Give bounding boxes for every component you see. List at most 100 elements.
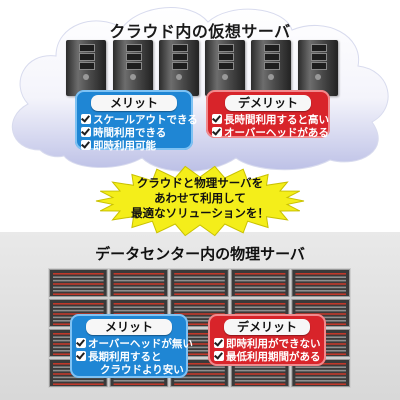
rack-slot xyxy=(174,333,225,335)
rack-slot xyxy=(174,323,225,325)
rack-slot xyxy=(174,353,225,355)
rack-slot xyxy=(53,290,104,292)
rack-slot xyxy=(53,309,104,312)
rack-slot xyxy=(53,380,104,382)
rack-slot xyxy=(234,383,286,385)
rack-slot xyxy=(295,369,346,372)
rack-slot xyxy=(234,366,286,368)
rack-slot xyxy=(53,276,104,278)
server-icon xyxy=(113,40,153,96)
rack-slot xyxy=(234,290,286,292)
rack-slot xyxy=(113,276,165,278)
rack-slot xyxy=(234,373,286,375)
cloud-title: クラウド内の仮想サーバ xyxy=(109,22,291,41)
rack-slot xyxy=(174,376,225,379)
list-item: 長期利用すると xyxy=(76,351,193,364)
rack-slot xyxy=(295,306,346,308)
list-item: 即時利用ができない xyxy=(214,338,321,351)
rack-slot xyxy=(174,350,225,352)
cloud-merit-header: メリット xyxy=(91,95,177,111)
rack-slot xyxy=(295,366,346,368)
rack-slot xyxy=(295,380,346,382)
list-item: スケールアウトできる xyxy=(81,114,198,127)
rack-slot xyxy=(295,283,346,285)
rack-slot xyxy=(113,283,165,285)
rack-slot xyxy=(295,383,346,385)
rack-slot xyxy=(174,339,225,342)
checkbox-icon xyxy=(76,351,86,361)
checkbox-icon xyxy=(76,338,86,348)
rack-slot xyxy=(174,283,225,285)
rack-slot xyxy=(295,273,346,275)
rack-slot xyxy=(234,309,286,312)
rack-slot xyxy=(174,346,225,349)
list-item: オーバーヘッドが無い xyxy=(76,338,193,351)
rack-slot xyxy=(234,273,286,275)
rack-slot xyxy=(174,290,225,292)
rack-slot xyxy=(295,376,346,379)
datacenter-title: データセンター内の物理サーバ xyxy=(95,245,305,263)
rack-slot xyxy=(234,279,286,282)
cloud-demerit-box: デメリット 長時間利用すると高い オーバーヘッドがある xyxy=(206,90,330,140)
rack-slot xyxy=(174,343,225,345)
list-item: 長時間利用すると高い xyxy=(212,114,329,127)
server-icon xyxy=(251,40,291,96)
callout-line: 最適なソリューションを！ xyxy=(131,206,269,220)
rack-slot xyxy=(295,286,346,289)
list-item: 即時利用可能 xyxy=(81,140,198,153)
rack-slot xyxy=(113,293,165,295)
list-item: 最低利用期間がある xyxy=(214,351,321,364)
rack-slot xyxy=(174,273,225,275)
rack-slot xyxy=(113,303,165,305)
rack-slot xyxy=(174,316,225,319)
cloud-demerit-header: デメリット xyxy=(225,95,311,111)
checkbox-icon xyxy=(81,127,91,137)
rack-slot xyxy=(295,309,346,312)
list-item-continuation: クラウドより安い xyxy=(100,364,184,376)
rack-slot xyxy=(174,293,225,295)
list-item: 時間利用できる xyxy=(81,127,198,140)
rack-slot xyxy=(113,286,165,289)
rack-slot xyxy=(234,276,286,278)
rack-slot xyxy=(53,383,104,385)
rack-slot xyxy=(234,286,286,289)
callout-line: あわせて利用して xyxy=(154,191,246,205)
callout-text: クラウドと物理サーバを あわせて利用して 最適なソリューションを！ xyxy=(95,176,305,221)
checkbox-icon xyxy=(81,140,91,150)
checkbox-icon xyxy=(212,127,222,137)
rack-slot xyxy=(174,336,225,338)
datacenter-merit-header: メリット xyxy=(86,319,172,335)
rack-slot xyxy=(174,306,225,308)
rack-slot xyxy=(53,283,104,285)
rack-slot xyxy=(234,376,286,379)
rack-slot xyxy=(295,293,346,295)
rack-slot xyxy=(174,279,225,282)
rack-slot xyxy=(234,303,286,305)
starburst-callout xyxy=(95,165,305,237)
rack-slot xyxy=(295,279,346,282)
checkbox-icon xyxy=(214,351,224,361)
rack-slot xyxy=(113,306,165,308)
rack-slot xyxy=(295,373,346,375)
cloud-merit-box: メリット スケールアウトできる 時間利用できる 即時利用可能 xyxy=(75,90,198,152)
rack-slot xyxy=(53,303,104,305)
rack-slot xyxy=(174,286,225,289)
rack-slot xyxy=(174,303,225,305)
checkbox-icon xyxy=(212,114,222,124)
rack-slot xyxy=(53,286,104,289)
rack-slot xyxy=(113,279,165,282)
rack-slot xyxy=(113,309,165,312)
rack-slot xyxy=(113,290,165,292)
rack-slot xyxy=(174,383,225,385)
rack-slot xyxy=(174,369,225,372)
rack-slot xyxy=(295,303,346,305)
server-icon xyxy=(205,40,245,96)
rack-slot xyxy=(174,363,225,365)
datacenter-demerit-box: デメリット 即時利用ができない 最低利用期間がある xyxy=(208,314,326,366)
rack-slot xyxy=(174,313,225,315)
server-icon xyxy=(159,40,199,96)
datacenter-merit-box: メリット オーバーヘッドが無い 長期利用すると クラウドより安い xyxy=(70,314,193,378)
rack-slot xyxy=(53,279,104,282)
rack-slot xyxy=(174,366,225,368)
list-item: オーバーヘッドがある xyxy=(212,127,329,140)
